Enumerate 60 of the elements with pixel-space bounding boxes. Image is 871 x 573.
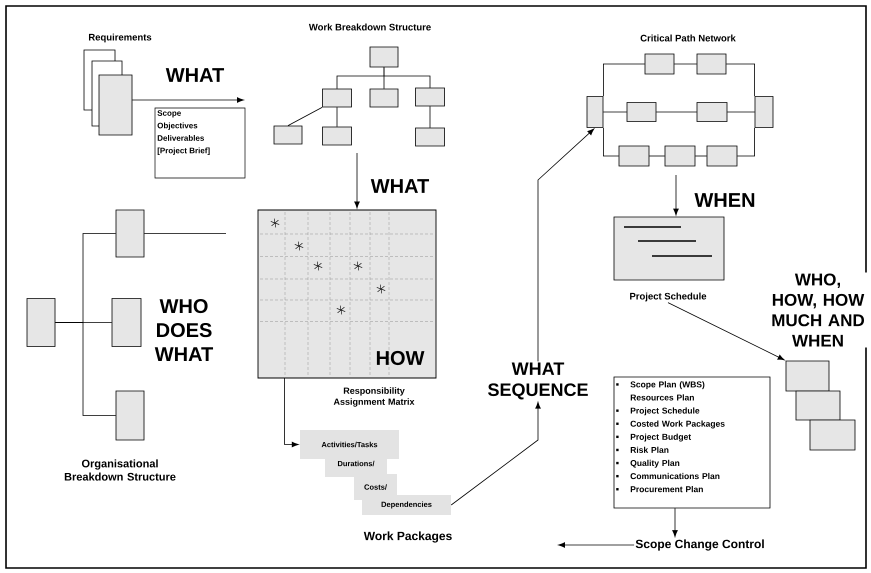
- network-box: [754, 96, 774, 128]
- arrow: [132, 97, 244, 103]
- connector-line: [55, 322, 116, 416]
- network-box: [664, 146, 696, 166]
- connector-line: [737, 128, 755, 156]
- edge-label: WHAT: [370, 178, 430, 194]
- network-box: [618, 146, 650, 166]
- connector-line: [288, 107, 322, 126]
- arrow: [673, 174, 679, 216]
- network-box: [644, 54, 674, 74]
- arrow: [284, 378, 299, 448]
- text-box: Scope Objectives Deliverables [Project Brief]: [154, 108, 246, 178]
- connector-line: [384, 67, 430, 88]
- matrix-grid: HOW: [258, 210, 436, 378]
- network-box: [696, 102, 728, 122]
- heading: Organisational Breakdown Structure: [64, 459, 176, 481]
- arrow: [558, 542, 635, 548]
- document-stack: [84, 50, 132, 136]
- caption: Responsibility Assignment Matrix: [334, 387, 414, 407]
- connector-line: [144, 233, 226, 234]
- bullet-list-box: Scope Plan (WBS) Resources Plan Project Schedule Costed Work Packages Project Budget Risk Plan Quality Plan Communications Plan Procurement Plan: [614, 376, 770, 508]
- connector-line: [603, 64, 645, 96]
- stacked-sheet: [796, 390, 840, 420]
- arrow: [450, 402, 541, 506]
- wbs-box: [322, 88, 352, 108]
- connector-line: [726, 64, 755, 96]
- wbs-box: [370, 88, 398, 108]
- connector-line: [336, 107, 338, 127]
- wbs-box: [274, 126, 302, 144]
- heading: Work Breakdown Structure: [308, 24, 431, 30]
- wbs-box: [322, 126, 352, 146]
- connector-line: [603, 128, 619, 156]
- wbs-box: [415, 128, 445, 146]
- wbs-box: [370, 46, 398, 68]
- network-box: [586, 96, 604, 128]
- org-box: [112, 298, 142, 347]
- arrow: [538, 128, 594, 362]
- stacked-sheet: [810, 420, 856, 450]
- org-box: [116, 210, 144, 258]
- edge-label: WHO, HOW, HOW MUCH AND WHEN: [769, 272, 867, 348]
- heading: Work Packages: [364, 531, 452, 543]
- heading: WHAT SEQUENCE: [488, 362, 588, 400]
- wbs-box: [415, 88, 445, 106]
- org-box: [26, 298, 56, 347]
- heading: Critical Path Network: [640, 34, 736, 42]
- stacked-sheet: [786, 360, 830, 392]
- heading: Scope Change Control: [636, 539, 764, 551]
- org-box: [116, 390, 144, 440]
- network-box: [706, 146, 738, 166]
- schedule-chart: [614, 216, 724, 280]
- arrow: [672, 508, 678, 537]
- arrow: [668, 302, 785, 360]
- heading: Requirements: [88, 34, 152, 42]
- arrow: [354, 152, 360, 208]
- edge-label: WHAT: [164, 67, 226, 83]
- caption: Project Schedule: [630, 292, 706, 302]
- edge-label: WHEN: [693, 192, 757, 208]
- network-box: [626, 102, 656, 122]
- network-box: [696, 54, 726, 74]
- keyword-label: WHO DOES WHAT: [154, 299, 214, 361]
